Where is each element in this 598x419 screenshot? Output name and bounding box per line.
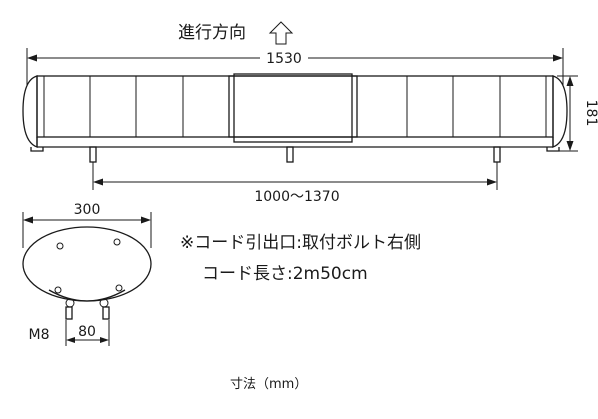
bolt-spacing-value: 80 (78, 324, 96, 340)
units-caption: 寸法（mm） (230, 377, 307, 392)
height-value: 181 (583, 100, 598, 127)
center-module (233, 73, 353, 143)
mount-span-value: 1000～1370 (254, 189, 339, 205)
direction-arrow-icon (268, 21, 294, 45)
lightbar-body (22, 73, 568, 152)
bolt-size-label: M8 (29, 327, 50, 343)
overall-length-dimension: 1530 (26, 48, 564, 86)
height-dimension: 181 (557, 75, 598, 152)
cord-outlet-note: ※コード引出口:取付ボルト右側 (180, 233, 421, 253)
end-view: 300 M8 80 (22, 202, 152, 346)
overall-length-value: 1530 (266, 51, 302, 67)
mount-span-dimension: 1000～1370 (92, 162, 498, 205)
end-width-value: 300 (74, 202, 101, 218)
cord-length-note: コード長さ:2m50cm (202, 264, 368, 284)
mounting-bolts (89, 146, 501, 163)
direction-label: 進行方向 (178, 23, 246, 43)
